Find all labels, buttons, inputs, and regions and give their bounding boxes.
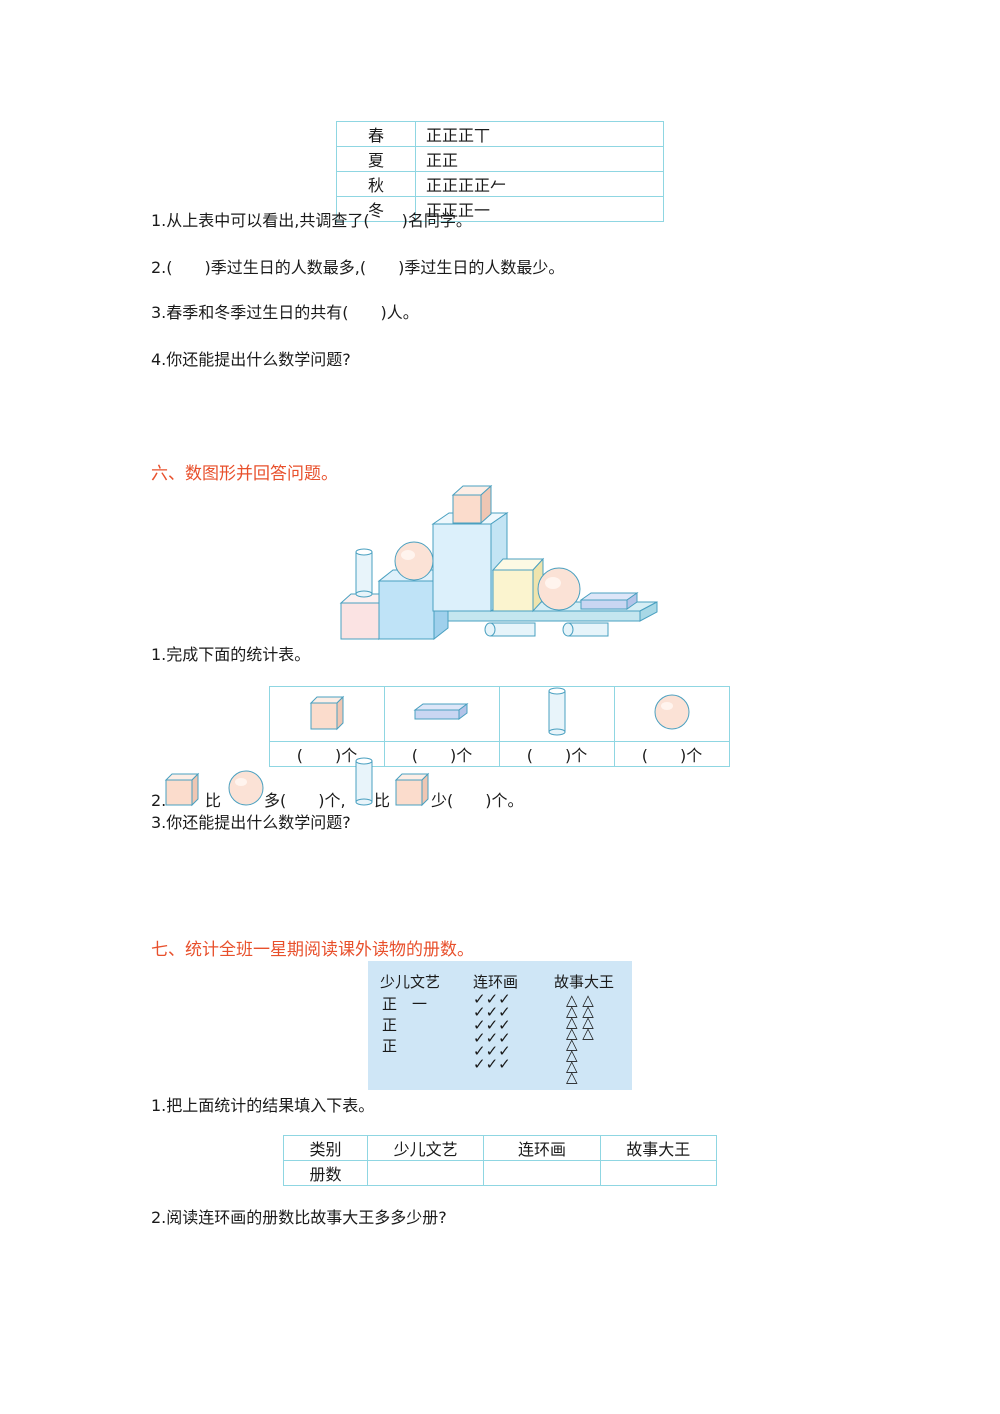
flat-cuboid [579,592,639,610]
question-3: 3.春季和冬季过生日的共有( )人。 [151,303,419,322]
table-row: 册数 [283,1160,718,1186]
tally-marks-col2: ✓✓✓ [473,990,511,1008]
tall-cylinder [355,548,373,598]
tally-marks-col3: △ △ [566,1013,594,1031]
season-tally-table: 春 正正正丅 夏 正正 秋 正正正正𠂉 冬 正正正一 [336,121,664,222]
table-row: 冬 正正正一 [336,196,664,222]
tally-cell: 正正正一 [415,196,664,222]
count-answer-cylinder[interactable]: ( )个 [499,741,615,767]
cylinder-icon [355,757,373,806]
table-row: 秋 正正正正𠂉 [336,171,664,197]
table-row: 类别 少儿文艺 连环画 故事大王 [283,1135,718,1161]
cuboid-cell [384,686,500,742]
tally-header-col1: 少儿文艺 [380,973,441,991]
cube-yellow [491,557,545,613]
season-cell: 冬 [336,196,416,222]
tally-marks-col2: ✓✓✓ [473,1016,511,1034]
tally-header-col3: 故事大王 [554,973,615,991]
tally-marks-col2: ✓✓✓ [473,1029,511,1047]
table-row [269,686,730,742]
row-label-count: 册数 [283,1160,368,1186]
header-category: 类别 [283,1135,368,1161]
tally-marks-col3: △ [566,1068,578,1086]
tally-marks-col3: △ △ [566,991,594,1009]
tally-header-col2: 连环画 [473,973,519,991]
tally-marks-col1: 正 一 [382,995,428,1013]
season-cell: 秋 [336,171,416,197]
header-col1: 少儿文艺 [366,1135,485,1161]
count-answer-sphere[interactable]: ( )个 [614,741,730,767]
question-4: 4.你还能提出什么数学问题? [151,350,351,369]
tally-cell: 正正正正𠂉 [415,171,664,197]
header-col2: 连环画 [483,1135,601,1161]
stacked-shapes-illustration [339,484,658,641]
sphere-upper [394,541,434,581]
sphere-icon [228,770,264,806]
table-row: 夏 正正 [336,146,664,172]
tally-marks-col3: △ [566,1035,578,1053]
table-row: 春 正正正丅 [336,121,664,147]
season-cell: 春 [336,121,416,147]
sphere-icon [654,694,690,730]
section-6-title: 六、数图形并回答问题。 [151,464,338,484]
reading-count-table: 类别 少儿文艺 连环画 故事大王 册数 [283,1135,718,1186]
section-6-q2-bi1: 比 [205,791,222,810]
reading-tally-chart: 少儿文艺 连环画 故事大王 正 一 正 正 ✓✓✓ ✓✓✓ ✓✓✓ ✓✓✓ ✓✓… [368,961,632,1090]
tally-marks-col2: ✓✓✓ [473,1042,511,1060]
sphere-right [537,567,581,611]
section-6-q2-suffix: 少( )个。 [431,791,524,810]
header-col3: 故事大王 [599,1135,718,1161]
tally-cell: 正正 [415,146,664,172]
tally-marks-col3: △ △ [566,1024,594,1042]
cube-icon [394,772,430,807]
shape-count-table: ( )个 ( )个 ( )个 ( )个 [269,686,730,767]
roller-cylinder-right [562,622,609,637]
section-6-q2-bi2: 比 [374,791,391,810]
season-cell: 夏 [336,146,416,172]
cube-icon [309,695,345,731]
tally-marks-col1: 正 [382,1037,398,1055]
answer-cell-col1[interactable] [366,1160,485,1186]
tally-marks-col3: △ △ [566,1002,594,1020]
section-7-q2: 2.阅读连环画的册数比故事大王多多少册? [151,1208,447,1227]
roller-cylinder-left [484,622,536,637]
section-7-title: 七、统计全班一星期阅读课外读物的册数。 [151,940,474,960]
cuboid-icon [413,703,469,720]
table-row: ( )个 ( )个 ( )个 ( )个 [269,741,730,767]
section-6-q3: 3.你还能提出什么数学问题? [151,813,351,832]
section-7-q1: 1.把上面统计的结果填入下表。 [151,1096,375,1115]
tally-marks-col2: ✓✓✓ [473,1003,511,1021]
question-2: 2.( )季过生日的人数最多,( )季过生日的人数最少。 [151,258,565,277]
cube-icon [164,772,200,807]
section-6-q2-mid: 多( )个, [264,791,346,810]
answer-cell-col2[interactable] [483,1160,601,1186]
tally-cell: 正正正丅 [415,121,664,147]
tally-marks-col2: ✓✓✓ [473,1055,511,1073]
answer-cell-col3[interactable] [599,1160,718,1186]
section-6-q1: 1.完成下面的统计表。 [151,645,311,664]
cylinder-icon [548,687,566,736]
question-1: 1.从上表中可以看出,共调查了( )名同学。 [151,211,472,230]
sphere-cell [614,686,730,742]
count-answer-cuboid[interactable]: ( )个 [384,741,500,767]
tally-marks-col3: △ [566,1057,578,1075]
section-6-q2-prefix: 2. [151,791,167,810]
cube-top [451,484,493,525]
tally-marks-col3: △ [566,1046,578,1064]
tally-marks-col1: 正 [382,1016,398,1034]
cylinder-cell [499,686,615,742]
cube-cell [269,686,385,742]
